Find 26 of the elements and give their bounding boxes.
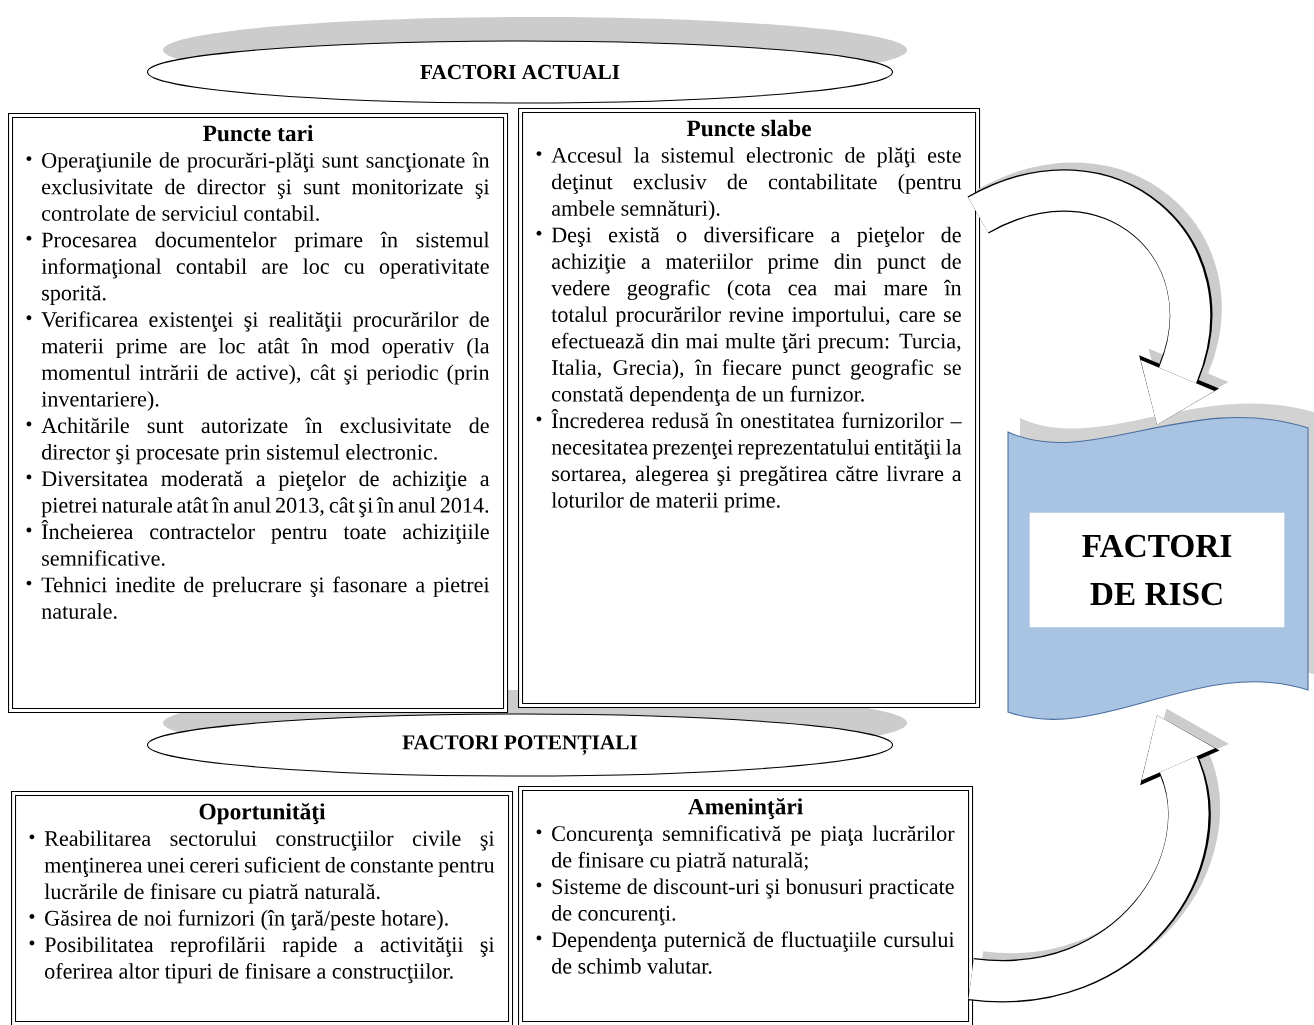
curved-arrow bbox=[970, 708, 1229, 1003]
text-box bbox=[518, 108, 981, 709]
banner: FACTORI DE RISC bbox=[1007, 403, 1314, 720]
box-heading: Oportunităţi bbox=[199, 802, 326, 825]
box-heading: Puncte slabe bbox=[686, 119, 811, 137]
bullet-item: Sisteme de discount-uri şi bonusuri practicate de concurenţi. bbox=[536, 878, 954, 926]
bullet-item: Dependenţa puternică de fluctuaţiile cursului de schimb valutar. bbox=[536, 931, 955, 974]
bullet-item: Încheierea contractelor pentru toate achiziţiile semnificative. bbox=[26, 520, 489, 566]
bullet-item: Deşi există o diversificare a pieţelor de achiziţie a materiilor prime din punct de vedere geografic (cota cea mai mare în totalul procurărilor revine importului, care se efectuează din mai multe ţări precum: Turcia, Italia, Grecia), în fiecare punct geografic se constată dependenţa de un furnizor. bbox=[536, 226, 962, 407]
box-heading: Ameninţări bbox=[688, 797, 803, 820]
bullet-item: Procesarea documentelor primare în sistemul informaţional contabil are loc cu operativitate sporită. bbox=[26, 231, 490, 305]
bullet-item: Operaţiunile de procurări-plăţi sunt sancţionate în exclusivitate de director şi sunt monitorizate şi controlate de serviciul contabil. bbox=[26, 152, 490, 221]
bullet-item: Încrederea redusă în onestitatea furnizorilor – necesitatea prezenţei reprezentatului entităţii la sortarea, alegerea şi pregătirea către livrare a loturilor de materii prime. bbox=[536, 408, 962, 513]
text-box bbox=[518, 786, 974, 1025]
bullet-item: Tehnici inedite de prelucrare şi fasonare a pietrei naturale. bbox=[26, 576, 490, 619]
bullet-item: Concurenţa semnificativă pe piaţa lucrărilor de finisare cu piatră naturală; bbox=[536, 825, 955, 873]
bullet-item: Diversitatea moderată a pieţelor de achiziţie a pietrei naturale atât în anul 2013, cât şi în anul 2014. bbox=[26, 470, 490, 518]
box-heading: Puncte tari bbox=[203, 124, 314, 142]
bullet-item: Reabilitarea sectorului construcţiilor civile şi menţinerea unei cereri suficient de constante pentru lucrările de finisare cu piatră naturală. bbox=[29, 830, 495, 904]
bullet-item: Achitările sunt autorizate în exclusivitate de director şi procesate prin sistemul electronic. bbox=[26, 417, 489, 465]
curved-arrow bbox=[969, 162, 1229, 425]
text-box bbox=[11, 791, 514, 1025]
bullet-item: Accesul la sistemul electronic de plăţi este deţinut exclusiv de contabilitate (pentru ambele semnături). bbox=[536, 147, 962, 221]
bullet-item: Posibilitatea reprofilării rapide a activităţii şi oferirea altor tipuri de finisare a construcţiilor. bbox=[29, 936, 495, 984]
bullet-item: Verificarea existenţei şi realităţii procurărilor de materii prime are loc atât în mod operativ (la momentul intrării de active), cât şi periodic (prin inventariere). bbox=[26, 311, 490, 412]
bullet-item: Găsirea de noi furnizori (în ţară/peste hotare). bbox=[29, 909, 448, 931]
